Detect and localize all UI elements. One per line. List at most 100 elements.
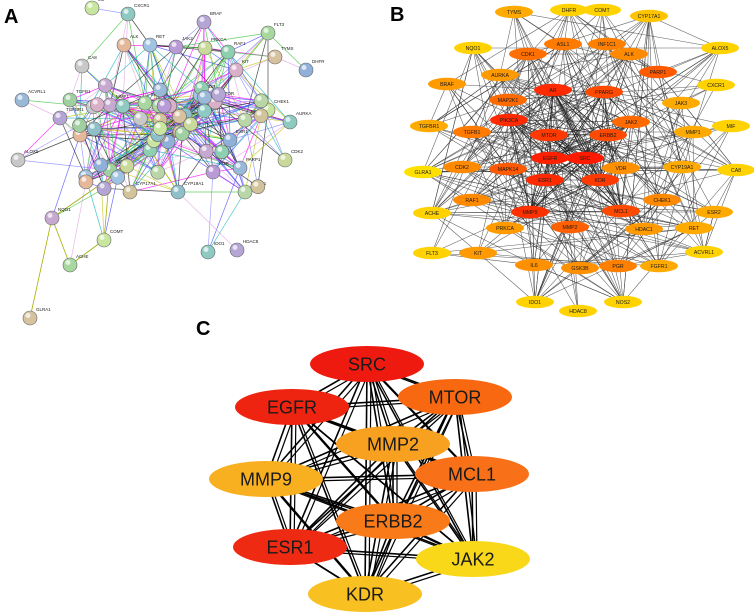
gene-node: CHEK1 [643, 193, 681, 207]
gene-label: ACVRL1 [694, 250, 714, 256]
gene-label: MMP9 [523, 210, 538, 216]
gene-node: PIK3CA [490, 113, 528, 127]
protein-node: KIT [228, 59, 249, 78]
gene-label: HDAC1 [635, 227, 653, 233]
hub-gene-label: SRC [348, 355, 386, 375]
hub-edge [392, 443, 474, 560]
network-edge [471, 199, 619, 267]
protein-node [115, 98, 131, 114]
string-edge [149, 44, 237, 71]
string-edge [94, 127, 161, 130]
network-edge [648, 15, 721, 49]
string-edge [17, 117, 61, 161]
hub-gene-label: EGFR [267, 398, 317, 418]
gene-node: ESR1 [526, 173, 564, 187]
gene-label: FLT3 [426, 251, 438, 257]
protein-label: ALOX5 [24, 149, 39, 154]
hub-gene-label: MMP9 [240, 470, 292, 490]
hub-gene-node: MMP9 [209, 461, 323, 497]
network-edge [431, 89, 554, 214]
gene-node: CA8 [717, 163, 754, 177]
network-edge [507, 168, 536, 303]
gene-label: MMP1 [686, 130, 701, 136]
string-edge [214, 101, 262, 117]
gene-label: RET [689, 226, 700, 232]
string-edge [123, 44, 161, 91]
gene-label: CDK2 [455, 165, 469, 171]
protein-node: HDAC8 [229, 239, 259, 258]
hub-gene-node: SRC [310, 346, 424, 382]
network-edge [529, 211, 705, 253]
gene-node: COMT [583, 3, 621, 17]
network-edge [422, 171, 705, 253]
network-edge [508, 84, 717, 121]
protein-label: TYMS [281, 46, 294, 51]
network-edge [529, 179, 601, 213]
protein-label: HDAC8 [243, 239, 259, 244]
network-edge [568, 9, 601, 181]
network-edge [422, 171, 624, 303]
network-edge [513, 11, 550, 136]
protein-label: CXCR1 [134, 3, 150, 8]
gene-label: EGFR [543, 156, 558, 162]
string-edge [93, 128, 158, 173]
string-edge [181, 133, 246, 193]
network-edge [422, 53, 630, 173]
protein-label: RET [156, 34, 165, 39]
protein-label: FLT3 [274, 22, 285, 27]
network-edge [529, 91, 605, 213]
protein-node [197, 103, 212, 119]
protein-node [183, 116, 198, 132]
gene-label: IDO1 [529, 300, 541, 306]
hub-gene-label: ESR1 [266, 538, 313, 558]
protein-label: TGFBR1 [66, 107, 84, 112]
gene-node: MTOR [530, 128, 568, 142]
gene-label: COMT [594, 8, 610, 14]
network-edge [513, 11, 694, 133]
network-edge [529, 89, 554, 213]
protein-label: NQO1 [58, 207, 71, 212]
gene-node: RET [675, 221, 713, 235]
gene-node: PPARG [585, 85, 623, 99]
gene-label: MAPK14 [498, 167, 519, 173]
hub-edge [289, 363, 368, 548]
network-edge [422, 119, 510, 173]
protein-node: RET [142, 34, 165, 53]
protein-node: CXCR1 [120, 3, 150, 22]
protein-label: GLRA1 [36, 307, 51, 312]
network-edge [544, 179, 622, 212]
string-edge [105, 44, 151, 86]
protein-node [152, 121, 168, 136]
network-edge [461, 166, 581, 269]
gene-node: ACHE [413, 206, 451, 220]
hub-gene-node: ESR1 [233, 529, 347, 565]
gene-node: BRAF [428, 77, 466, 91]
protein-label: ALK [130, 34, 139, 39]
network-edge [508, 119, 535, 266]
gene-node: AR [534, 83, 572, 97]
protein-node: PGR [205, 161, 230, 180]
hub-gene-label: MMP2 [367, 435, 419, 455]
network-edge [508, 119, 551, 159]
string-edge [181, 133, 259, 187]
protein-label: KIT [242, 59, 249, 64]
protein-node: BRAF [196, 11, 222, 30]
protein-label: PGR [219, 161, 230, 166]
protein-label: CDK2 [291, 149, 304, 154]
string-edge [126, 165, 179, 193]
protein-label: CA8 [88, 55, 97, 60]
network-edge [431, 212, 535, 266]
gene-label: DHFR [562, 8, 577, 14]
gene-node: IDO1 [516, 295, 554, 309]
network-edge [428, 125, 551, 159]
panel-c-label: C [196, 318, 211, 340]
string-edge [17, 125, 80, 161]
network-edge [603, 91, 737, 171]
string-edge [177, 150, 207, 193]
gene-node: CXCR1 [697, 78, 735, 92]
string-edge [267, 32, 307, 71]
string-edge [163, 51, 229, 107]
string-edge [257, 109, 269, 187]
gene-label: JAK3 [675, 101, 688, 107]
protein-node: CYP19A1 [170, 181, 204, 200]
